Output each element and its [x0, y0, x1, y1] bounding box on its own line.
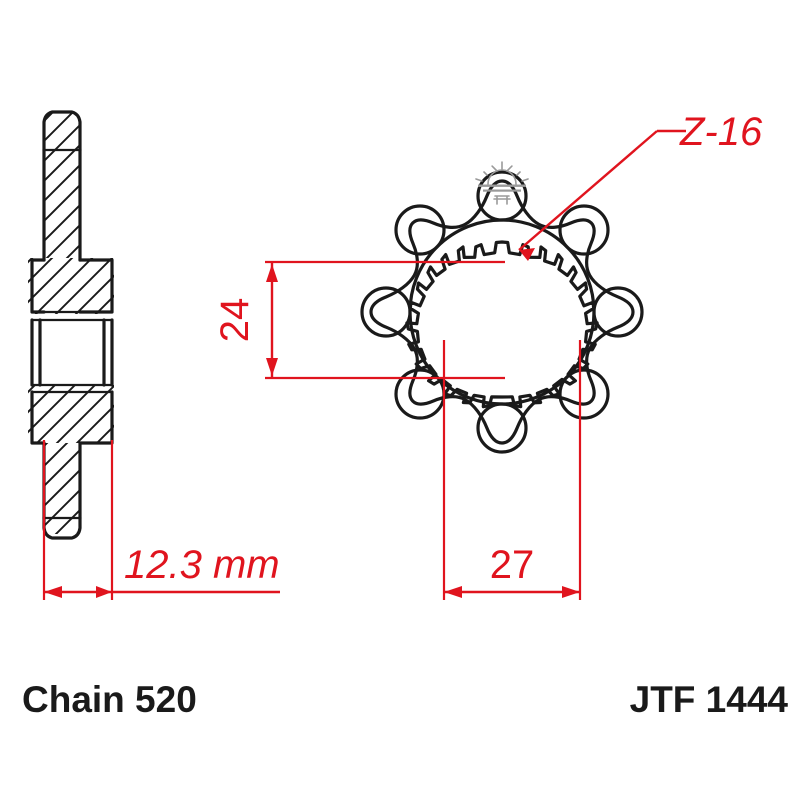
spline-height-dimension-group: 24	[213, 260, 505, 380]
spline-width-arrow-right	[562, 586, 580, 598]
teeth-count-label: Z-16	[679, 110, 763, 154]
section-hatch-bottom-shaft	[44, 443, 80, 534]
teeth-count-callout-group: Z-16	[518, 110, 763, 261]
part-number-label: JTF 1444	[630, 679, 789, 720]
thickness-label: 12.3 mm	[124, 543, 280, 587]
sunrise-logo	[475, 161, 529, 205]
spline-bore-profile	[405, 240, 599, 409]
thickness-dimension-group: 12.3 mm	[42, 440, 280, 600]
section-hatch-top-shaft	[44, 112, 80, 258]
section-view-group	[28, 110, 114, 540]
lightening-hole	[360, 286, 412, 338]
lightening-hole	[592, 286, 644, 338]
lightening-hole	[476, 170, 528, 222]
spline-height-arrow-top	[266, 264, 278, 282]
spline-width-arrow-left	[444, 586, 462, 598]
section-hatch-top-flange	[28, 258, 114, 314]
lightening-hole	[476, 402, 528, 454]
section-hatch-bottom-flange	[28, 385, 114, 443]
thickness-arrow-right	[96, 586, 112, 598]
lightening-hole	[394, 204, 446, 256]
spline-width-label: 27	[490, 543, 535, 587]
spline-height-label: 24	[213, 298, 257, 343]
sprocket-face-view-group	[360, 170, 644, 454]
thickness-arrow-left	[44, 586, 62, 598]
spline-height-arrow-bottom	[266, 358, 278, 376]
lightening-hole-group	[360, 170, 644, 454]
chain-size-label: Chain 520	[22, 679, 197, 720]
section-top-tooth-outline	[42, 110, 82, 152]
lightening-hole	[558, 204, 610, 256]
teeth-callout-arrowhead	[519, 248, 535, 261]
teeth-callout-leader-line	[518, 130, 658, 251]
lightening-hole	[558, 368, 610, 420]
spline-width-dimension-group: 27	[442, 340, 582, 600]
